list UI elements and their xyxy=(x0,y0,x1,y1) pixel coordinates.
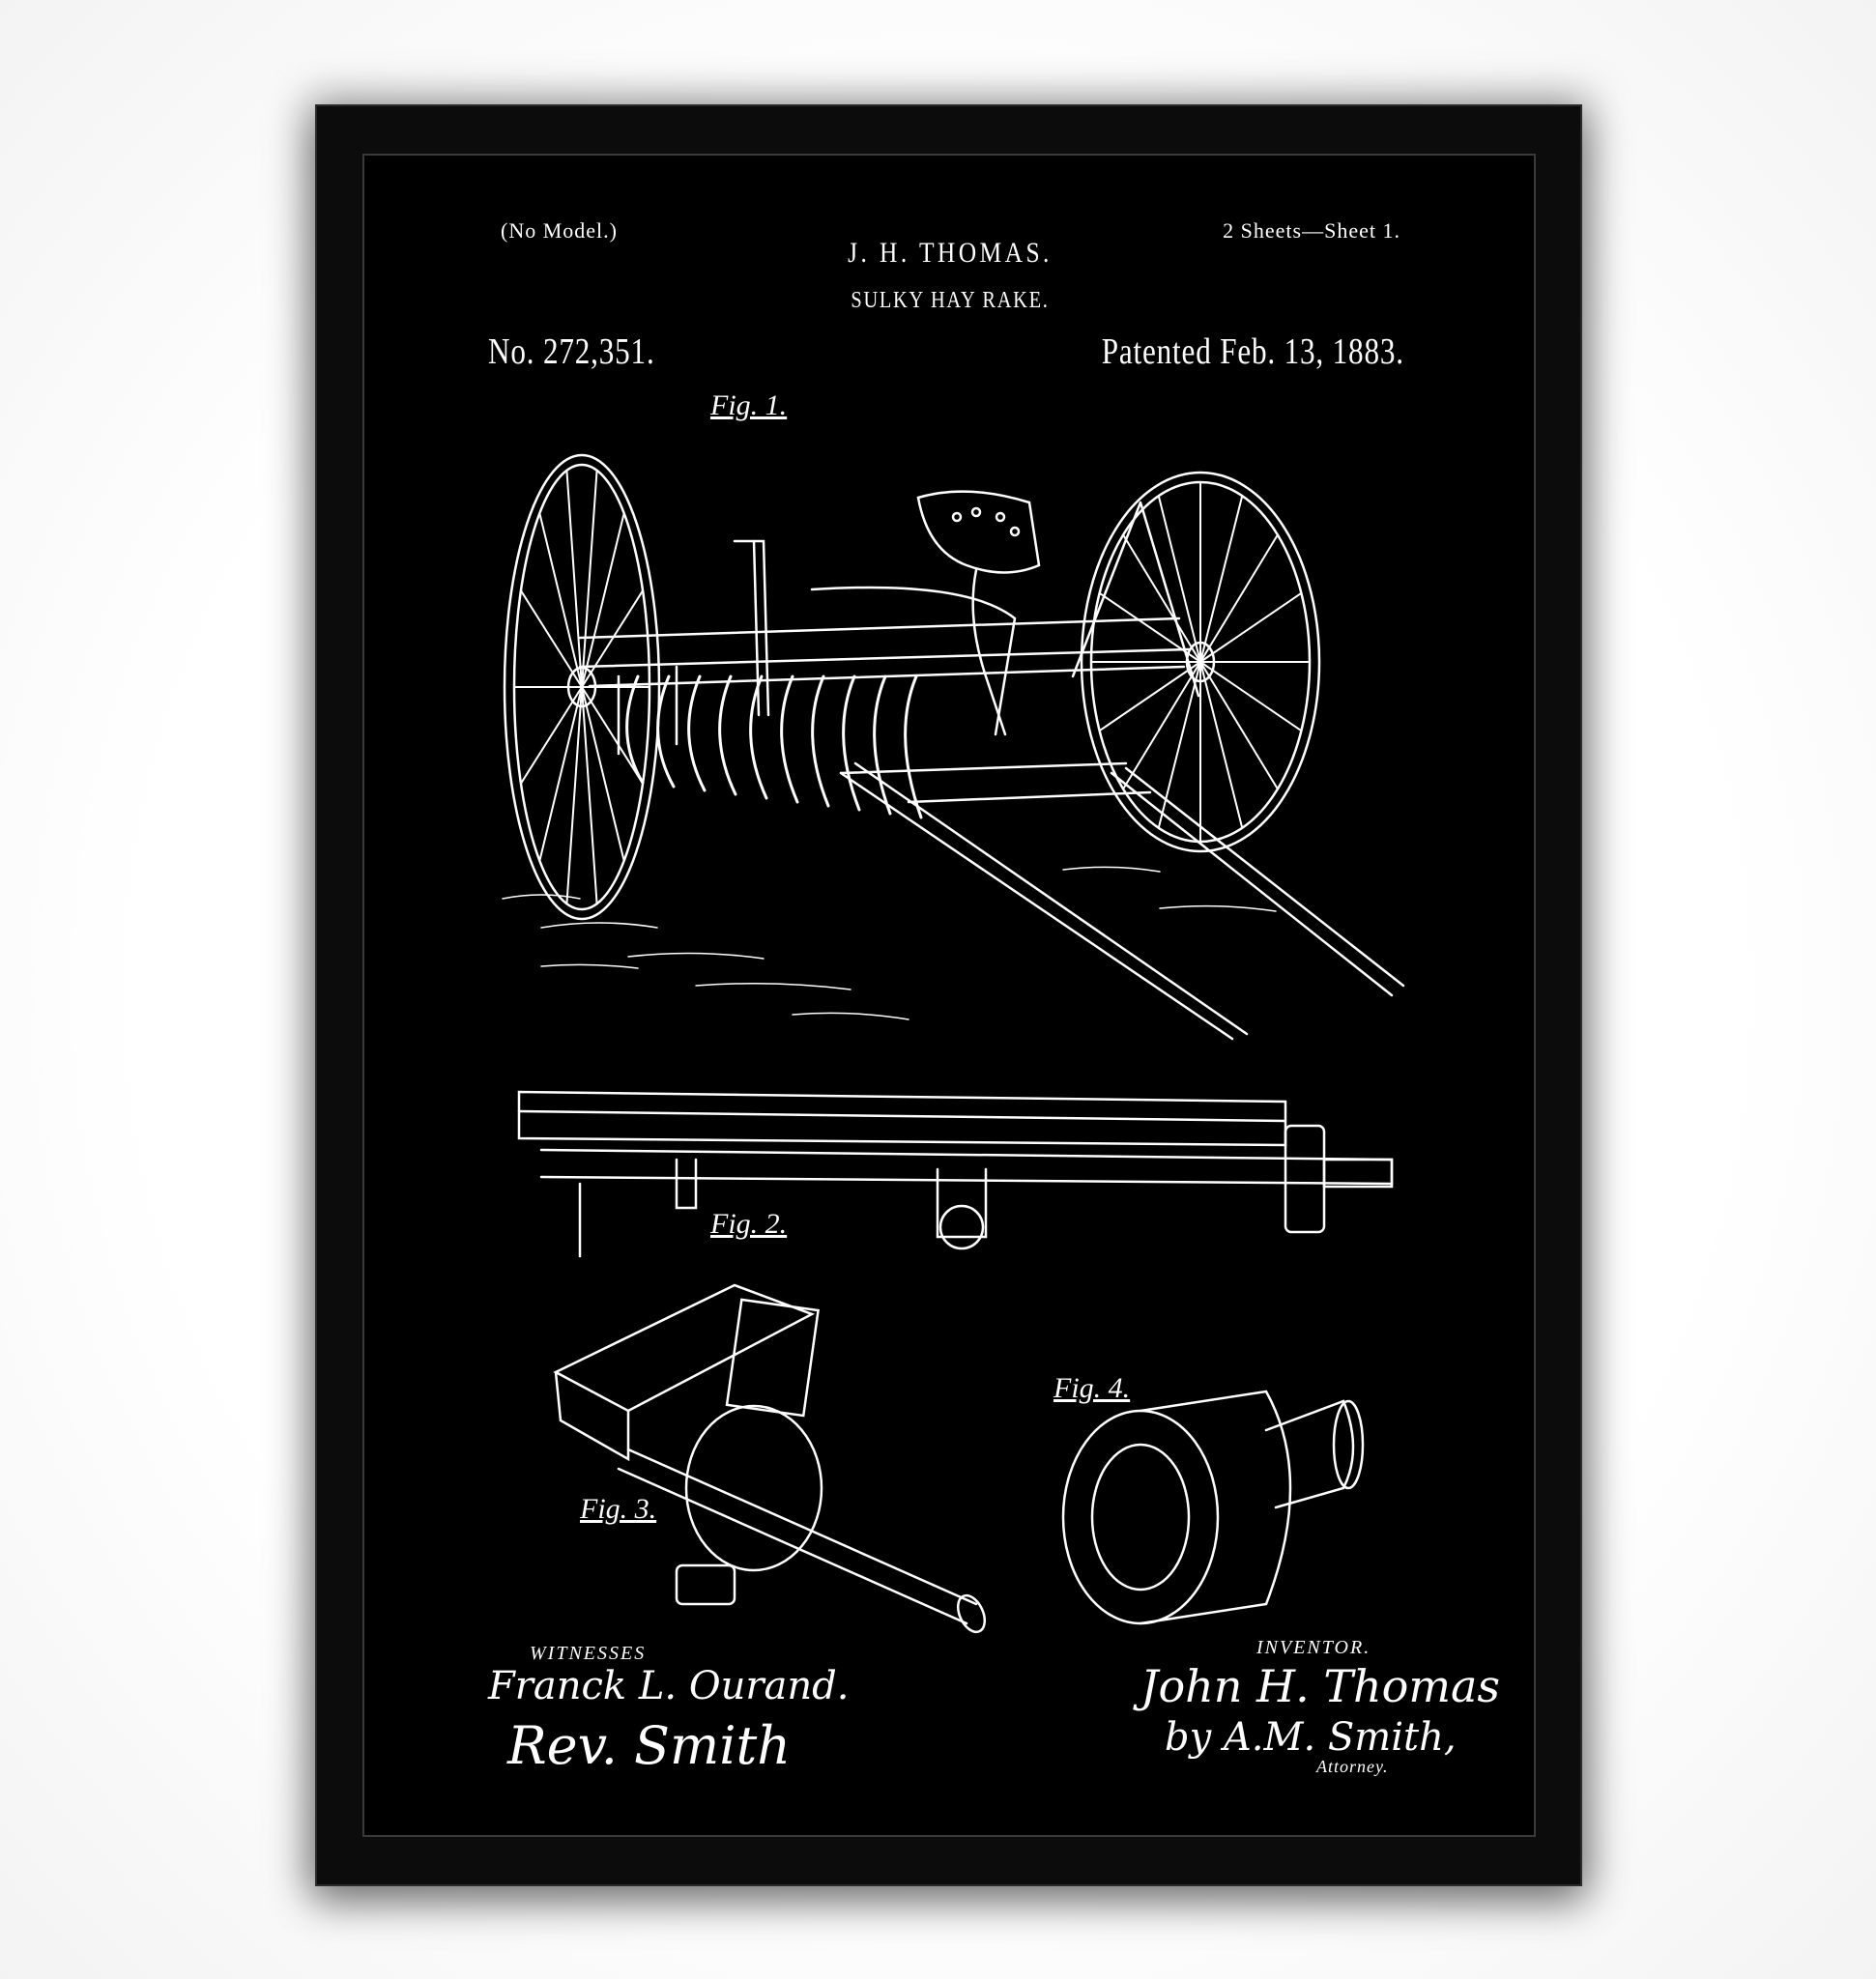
ground xyxy=(502,866,1277,1020)
wheel-spoke xyxy=(1122,533,1201,663)
wheel-spoke xyxy=(581,686,598,905)
wheel-spoke xyxy=(1199,591,1303,663)
wheel-spoke xyxy=(581,469,598,688)
wheel-spoke xyxy=(581,686,645,785)
wheel-rim xyxy=(1080,471,1321,853)
fig4-label: Fig. 4. xyxy=(1053,1372,1131,1404)
inventor-name-heading: J. H. THOMAS. xyxy=(848,237,1053,269)
wheel-spoke xyxy=(1157,495,1201,663)
rake-tine xyxy=(780,674,799,804)
patent-print xyxy=(362,154,1536,1837)
sheet-count: 2 Sheets—Sheet 1. xyxy=(1223,218,1400,243)
fig1-hay-rake-drawing xyxy=(502,453,1405,1041)
wheel-spoke xyxy=(1199,661,1279,790)
invention-title: SULKY HAY RAKE. xyxy=(851,288,1050,313)
rake-tine xyxy=(904,674,923,819)
rake-tine xyxy=(873,674,892,816)
wheel-spoke xyxy=(1199,661,1303,732)
rake-tine xyxy=(842,674,861,812)
fig1-label: Fig. 1. xyxy=(710,389,788,421)
fig3-label: Fig. 3. xyxy=(580,1493,657,1525)
wheel-spoke xyxy=(565,686,583,905)
witness-signature-1: Franck L. Ourand. xyxy=(488,1664,850,1708)
fig3-bearing-drawing xyxy=(553,1283,987,1634)
wheel-spoke xyxy=(1122,661,1201,790)
no-model-note: (No Model.) xyxy=(501,218,618,243)
wheel-spoke xyxy=(1199,495,1244,663)
wheel-spoke xyxy=(581,512,625,688)
wheel-spoke xyxy=(1199,661,1244,829)
inventor-label: INVENTOR. xyxy=(1256,1637,1371,1658)
patent-number: No. 272,351. xyxy=(488,331,655,372)
left-wheel xyxy=(503,453,661,921)
shafts xyxy=(839,761,1405,1041)
rake-tines xyxy=(625,674,923,819)
rake-tine xyxy=(749,674,768,800)
wheel-spoke xyxy=(1098,661,1201,732)
picture-frame xyxy=(315,104,1582,1886)
wheel-rim xyxy=(503,453,661,921)
wheel-spoke xyxy=(1199,533,1279,663)
witnesses-label: WITNESSES xyxy=(530,1643,647,1664)
wheel-spoke xyxy=(565,469,583,688)
inventor-signature: John H. Thomas xyxy=(1140,1660,1501,1712)
wheel-spoke xyxy=(538,686,583,862)
rake-tine xyxy=(625,674,645,785)
attorney-label: Attorney. xyxy=(1316,1757,1389,1776)
rake-tine xyxy=(718,674,737,796)
rake-frame xyxy=(578,501,1200,756)
fig2-axle-drawing xyxy=(517,1090,1394,1258)
witness-signature-2: Rev. Smith xyxy=(507,1715,791,1776)
fig4-gear-drawing xyxy=(1061,1390,1365,1625)
wheel-spoke xyxy=(519,589,583,688)
wheel-spoke xyxy=(538,512,583,688)
rake-tine xyxy=(656,674,676,789)
seat xyxy=(916,490,1041,736)
wheel-spoke xyxy=(581,589,645,688)
right-wheel xyxy=(1080,471,1321,853)
wheel-spoke xyxy=(581,686,625,862)
attorney-signature: by A.M. Smith, xyxy=(1165,1715,1457,1760)
rake-tine xyxy=(811,674,830,808)
fig2-label: Fig. 2. xyxy=(710,1208,788,1240)
patent-date: Patented Feb. 13, 1883. xyxy=(1101,331,1404,372)
rake-tine xyxy=(687,674,707,792)
wheel-spoke xyxy=(519,686,583,785)
